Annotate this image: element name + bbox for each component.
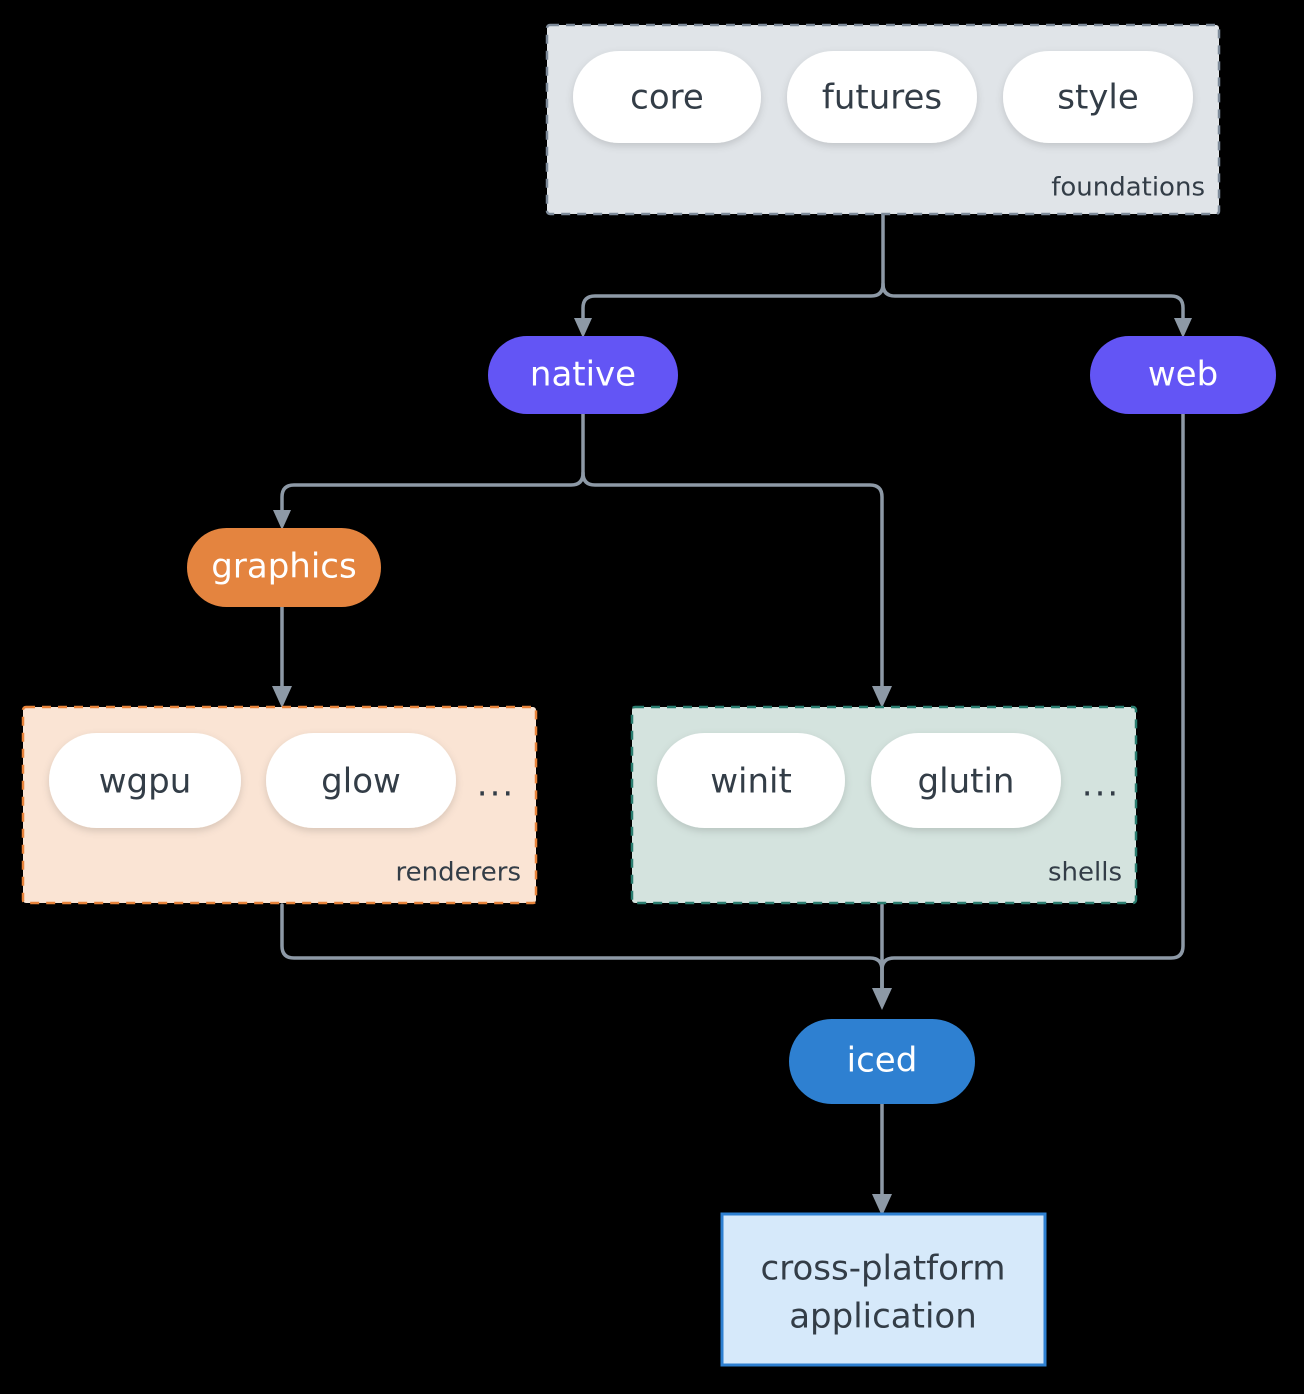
cluster-foundations: core futures style foundations [545,23,1221,216]
node-wgpu[interactable]: wgpu [49,733,241,828]
arrowhead-web [1174,318,1192,338]
node-graphics-pill [187,528,381,607]
node-style-pill [1003,51,1193,143]
cluster-renderers: wgpu glow ... renderers [21,705,538,905]
node-graphics-label: graphics [211,547,356,587]
node-web-pill [1090,336,1276,414]
node-glutin-label: glutin [918,762,1015,802]
node-core[interactable]: core [573,51,761,143]
node-iced-pill [789,1019,975,1104]
node-style-label: style [1057,78,1139,118]
edge-web-to-iced [880,412,1185,992]
shells-ellipsis: ... [1082,765,1120,805]
node-native[interactable]: native [488,336,678,414]
node-winit[interactable]: winit [657,733,845,828]
renderers-ellipsis: ... [477,765,515,805]
node-wgpu-label: wgpu [99,762,192,802]
arrowhead-renderers [272,686,292,708]
node-glow-label: glow [321,762,401,802]
edge-foundations-to-web [881,282,1185,324]
node-application[interactable]: cross-platform application [720,1212,1047,1367]
node-application-box [720,1212,1047,1367]
node-winit-label: winit [710,762,792,802]
node-core-label: core [630,78,704,118]
node-style[interactable]: style [1003,51,1193,143]
node-application-label-line1: cross-platform [761,1249,1006,1289]
arrowhead-native [574,318,592,338]
node-web[interactable]: web [1090,336,1276,414]
edge-renderers-to-iced [280,903,884,992]
node-core-pill [573,51,761,143]
node-native-label: native [530,355,636,395]
node-web-label: web [1148,355,1218,395]
node-native-pill [488,336,678,414]
edge-native-to-graphics [280,412,585,516]
node-iced-label: iced [847,1041,918,1081]
arrowhead-application [872,1194,892,1216]
node-glutin-pill [871,733,1061,828]
node-futures-pill [787,51,977,143]
node-application-label-line2: application [789,1297,977,1337]
node-glutin[interactable]: glutin [871,733,1061,828]
node-glow-pill [266,733,456,828]
node-futures-label: futures [822,78,942,118]
arrowhead-iced [872,988,892,1010]
node-futures[interactable]: futures [787,51,977,143]
node-iced[interactable]: iced [789,1019,975,1104]
node-wgpu-pill [49,733,241,828]
cluster-shells: winit glutin ... shells [630,705,1138,905]
arrowhead-shells [872,686,892,708]
cluster-foundations-label: foundations [1051,173,1205,203]
edge-native-to-shells [581,471,884,692]
node-graphics[interactable]: graphics [187,528,381,607]
cluster-renderers-label: renderers [396,858,521,888]
cluster-shells-label: shells [1048,858,1122,888]
edge-foundations-to-native-web [581,212,885,324]
edge-layer [272,212,1192,1216]
arrowhead-graphics [273,510,291,530]
node-glow[interactable]: glow [266,733,456,828]
node-winit-pill [657,733,845,828]
